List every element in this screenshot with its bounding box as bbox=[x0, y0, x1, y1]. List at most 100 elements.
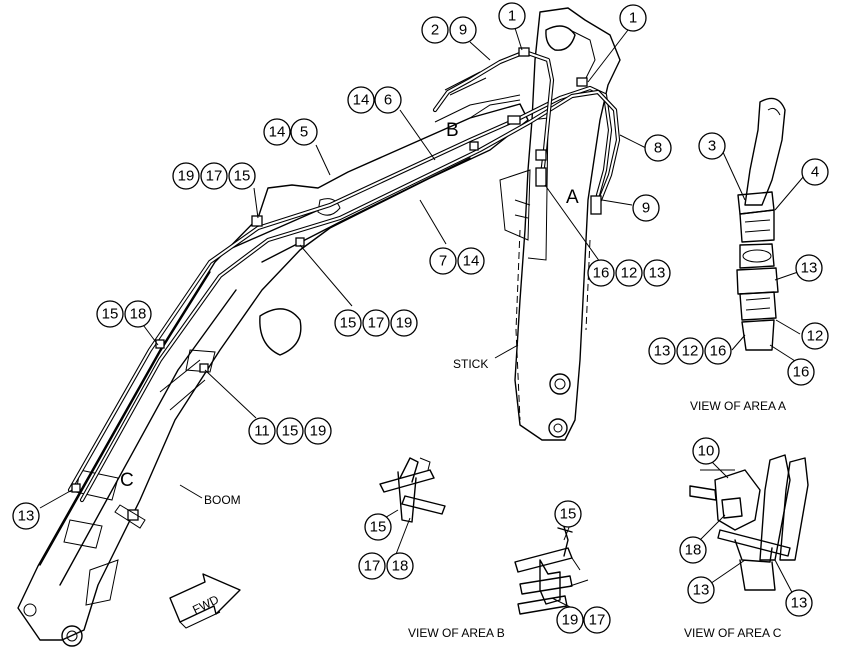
balloon-17 bbox=[583, 606, 611, 634]
balloon-18-number: 18 bbox=[130, 306, 147, 323]
balloon-9 bbox=[449, 16, 477, 44]
view-b-drawing bbox=[379, 457, 589, 615]
balloon-11-number: 11 bbox=[254, 423, 270, 440]
balloon-3-number: 3 bbox=[708, 138, 716, 155]
area-a-marker: A bbox=[566, 187, 579, 208]
balloon-12 bbox=[676, 337, 704, 365]
forward-arrow: FWD bbox=[169, 573, 241, 629]
balloon-15 bbox=[96, 300, 124, 328]
balloon-8 bbox=[644, 134, 672, 162]
balloon-14-number: 14 bbox=[463, 253, 480, 270]
balloon-14 bbox=[457, 247, 485, 275]
balloon-5-number: 5 bbox=[300, 124, 308, 141]
callout-balloons: 1 1 2 9 14 6 14 5 19 17 15 8 9 7 14 16 1… bbox=[12, 2, 829, 634]
balloon-15-number: 15 bbox=[370, 519, 387, 536]
balloon-15 bbox=[554, 500, 582, 528]
balloon-13 bbox=[785, 589, 813, 617]
balloon-16 bbox=[704, 337, 732, 365]
view-c-caption: VIEW OF AREA C bbox=[684, 626, 782, 640]
balloon-19-number: 19 bbox=[178, 168, 195, 185]
balloon-13 bbox=[648, 337, 676, 365]
balloon-15 bbox=[364, 513, 392, 541]
balloon-14-number: 14 bbox=[269, 124, 286, 141]
balloon-18-number: 18 bbox=[685, 542, 702, 559]
balloon-13-number: 13 bbox=[791, 595, 808, 612]
balloon-19-number: 19 bbox=[310, 423, 327, 440]
view-c-drawing bbox=[689, 454, 809, 591]
balloon-6 bbox=[374, 86, 402, 114]
balloon-15-number: 15 bbox=[234, 168, 251, 185]
view-b-caption: VIEW OF AREA B bbox=[408, 626, 505, 640]
balloon-7 bbox=[429, 247, 457, 275]
balloon-19 bbox=[304, 417, 332, 445]
balloon-4 bbox=[801, 158, 829, 186]
balloon-15 bbox=[228, 162, 256, 190]
balloon-7-number: 7 bbox=[439, 253, 447, 270]
balloon-15-number: 15 bbox=[560, 506, 577, 523]
balloon-15 bbox=[276, 417, 304, 445]
balloon-15-number: 15 bbox=[102, 306, 119, 323]
balloon-17 bbox=[358, 552, 386, 580]
balloon-12-number: 12 bbox=[807, 328, 824, 345]
balloon-9-number: 9 bbox=[459, 22, 467, 39]
balloon-17-number: 17 bbox=[206, 168, 223, 185]
balloon-14 bbox=[347, 86, 375, 114]
view-a-caption: VIEW OF AREA A bbox=[690, 399, 786, 413]
balloon-13 bbox=[12, 502, 40, 530]
balloon-12-number: 12 bbox=[682, 343, 699, 360]
balloon-18 bbox=[124, 300, 152, 328]
boom-label: BOOM bbox=[204, 493, 241, 507]
balloon-1-number: 1 bbox=[629, 10, 637, 27]
balloon-15-number: 15 bbox=[282, 423, 299, 440]
balloon-2 bbox=[421, 16, 449, 44]
balloon-16-number: 16 bbox=[593, 265, 610, 282]
balloon-13 bbox=[687, 576, 715, 604]
balloon-14-number: 14 bbox=[353, 92, 370, 109]
balloon-9 bbox=[632, 194, 660, 222]
balloon-15 bbox=[334, 309, 362, 337]
balloon-1-number: 1 bbox=[508, 8, 516, 25]
balloon-16-number: 16 bbox=[710, 343, 727, 360]
balloon-15-number: 15 bbox=[340, 315, 357, 332]
balloon-16 bbox=[787, 358, 815, 386]
stick-leader bbox=[494, 344, 519, 359]
balloon-13 bbox=[795, 254, 823, 282]
balloon-17-number: 17 bbox=[364, 558, 381, 575]
balloon-13-number: 13 bbox=[649, 265, 666, 282]
balloon-19-number: 19 bbox=[562, 612, 579, 629]
boom-leader bbox=[179, 484, 203, 499]
balloon-18 bbox=[386, 552, 414, 580]
balloon-19-number: 19 bbox=[396, 315, 413, 332]
balloon-16 bbox=[587, 259, 615, 287]
balloon-3 bbox=[698, 132, 726, 160]
view-a-drawing bbox=[736, 97, 786, 351]
balloon-17 bbox=[200, 162, 228, 190]
balloon-8-number: 8 bbox=[654, 140, 662, 157]
balloon-16-number: 16 bbox=[793, 364, 810, 381]
balloon-10-number: 10 bbox=[698, 443, 715, 460]
balloon-5 bbox=[290, 118, 318, 146]
boom-drawing bbox=[17, 94, 529, 647]
balloon-18 bbox=[679, 536, 707, 564]
balloon-12-number: 12 bbox=[621, 265, 638, 282]
balloon-12 bbox=[801, 322, 829, 350]
hydraulic-lines bbox=[67, 47, 621, 529]
area-c-marker: C bbox=[120, 470, 134, 491]
balloon-13-number: 13 bbox=[18, 508, 35, 525]
balloon-10 bbox=[692, 437, 720, 465]
balloon-19 bbox=[556, 606, 584, 634]
stick-label: STICK bbox=[453, 357, 488, 371]
balloon-13-number: 13 bbox=[693, 582, 710, 599]
balloon-4-number: 4 bbox=[811, 164, 819, 181]
balloon-18-number: 18 bbox=[392, 558, 409, 575]
area-b-marker: B bbox=[446, 120, 459, 141]
balloon-6-number: 6 bbox=[384, 92, 392, 109]
balloon-1 bbox=[498, 2, 526, 30]
balloon-9-number: 9 bbox=[642, 200, 650, 217]
balloon-19 bbox=[390, 309, 418, 337]
balloon-13-number: 13 bbox=[654, 343, 671, 360]
balloon-19 bbox=[172, 162, 200, 190]
balloon-17-number: 17 bbox=[589, 612, 606, 629]
balloon-11 bbox=[248, 417, 276, 445]
